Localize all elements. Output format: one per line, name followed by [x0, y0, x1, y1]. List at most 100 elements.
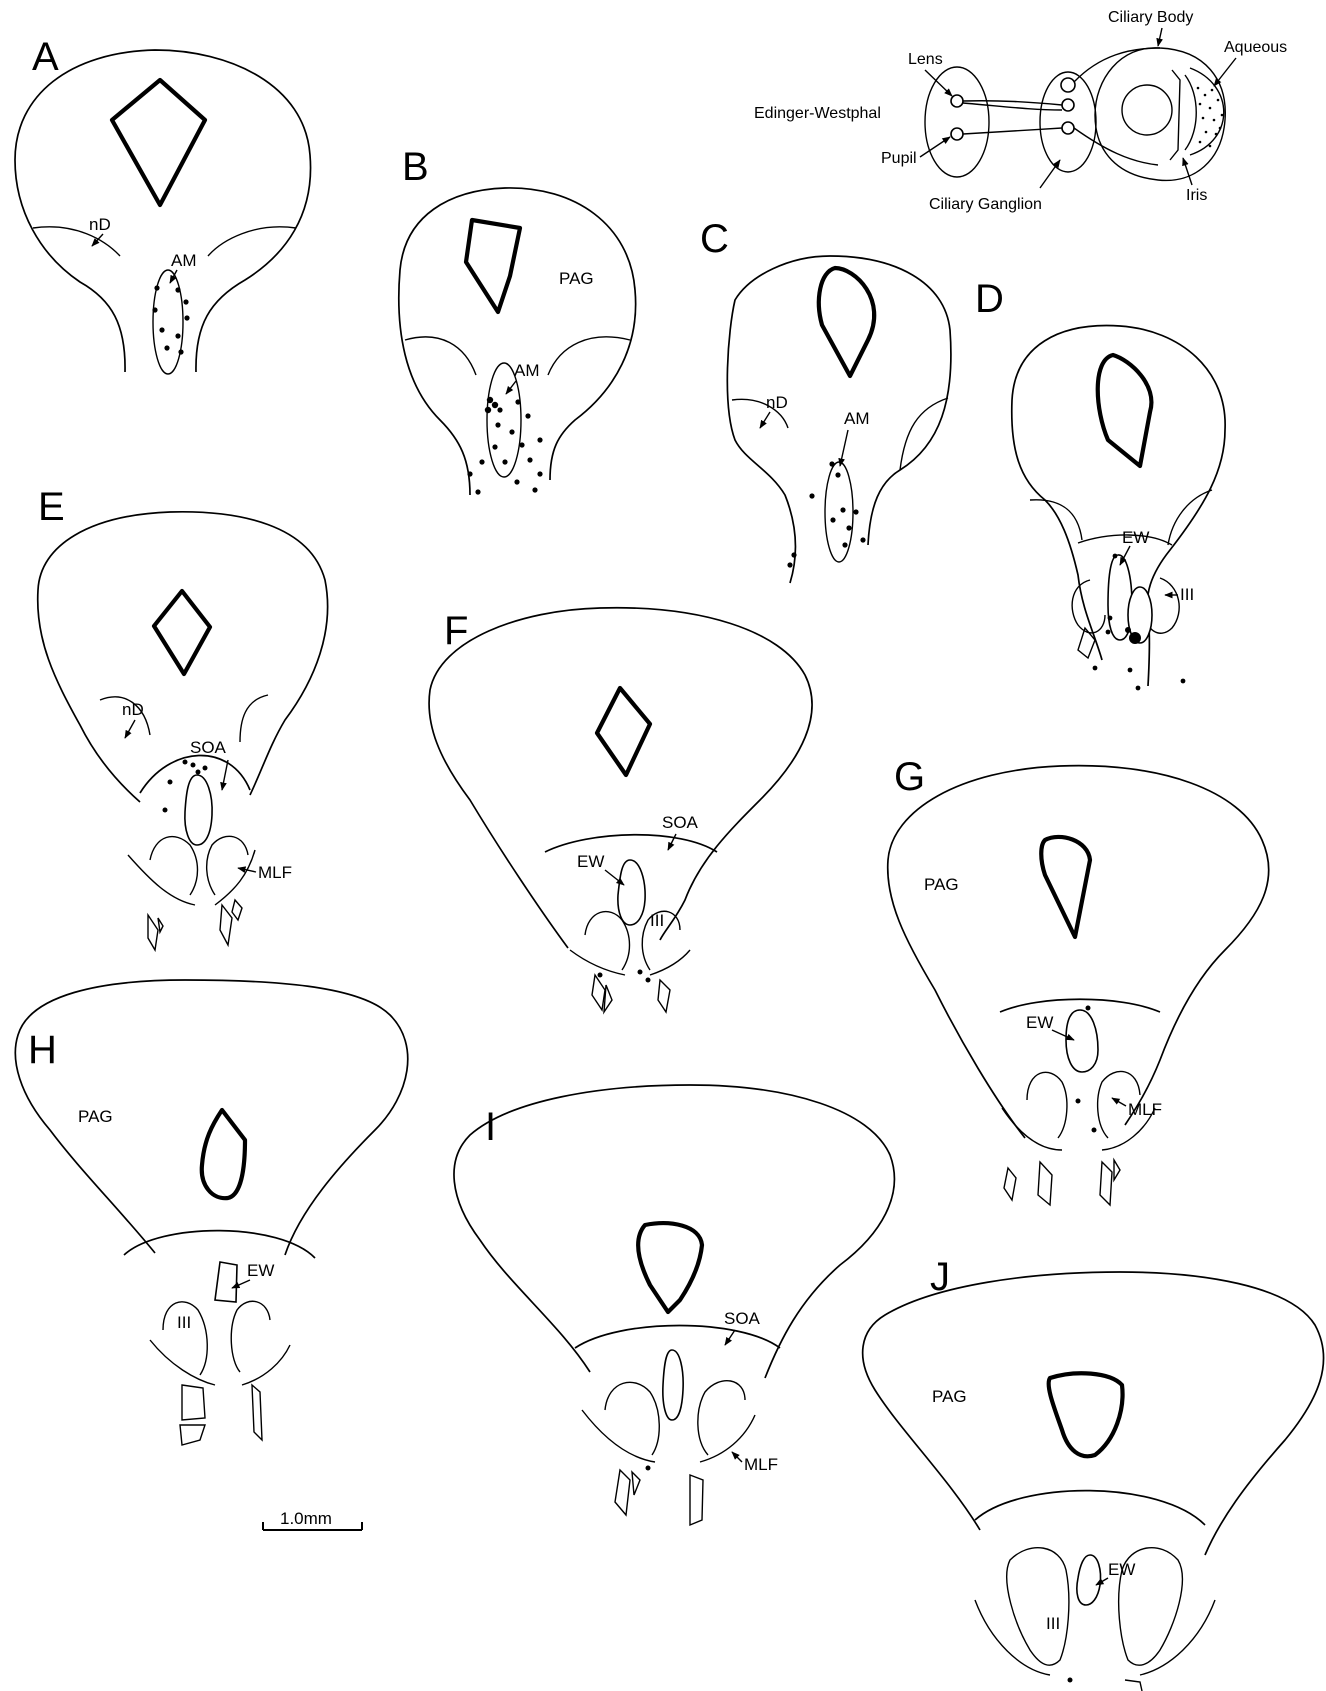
iris-pointer [1183, 158, 1192, 185]
panel-h-fascicle-right [242, 1345, 290, 1385]
label-nd: nD [766, 393, 788, 412]
label-am: AM [171, 251, 197, 270]
ciliary-body-pointer [1158, 28, 1162, 46]
panel-f-labeled-cells [598, 970, 651, 983]
panel-f: F SOA EW III [429, 608, 812, 1012]
panel-a-labeled-cells [152, 285, 189, 354]
panel-f-aqueduct [597, 688, 650, 775]
panel-h: H PAG EW III [15, 980, 407, 1445]
panel-h-ew-nucleus [215, 1262, 237, 1302]
panel-i-aqueduct [638, 1223, 702, 1312]
inset-aqueous-stipple [1197, 87, 1224, 148]
panel-i-iii-left [605, 1382, 659, 1455]
panel-letter-c: C [700, 217, 729, 261]
panel-e-iii-right [207, 836, 248, 895]
panel-h-rootlet-2 [180, 1425, 205, 1445]
nd-pointer [92, 234, 103, 246]
panel-e-rootlet-1 [148, 915, 158, 950]
panel-e-rootlet-4 [232, 900, 242, 920]
panel-letter-d: D [975, 277, 1004, 321]
panel-letter-g: G [894, 755, 925, 799]
panel-g-aqueduct [1041, 837, 1090, 937]
inset-eyeball [1095, 48, 1225, 181]
panel-e-fascicle-right [215, 850, 255, 905]
panel-d-iii-left [1072, 580, 1105, 633]
panel-j-outline [863, 1272, 1324, 1555]
inset-ew-oval [925, 67, 989, 177]
panel-f-ew-nucleus [618, 860, 645, 925]
panel-h-iii-right [231, 1301, 270, 1372]
panel-g-rootlet-2 [1038, 1162, 1052, 1205]
label-ew: EW [577, 852, 604, 871]
panel-i-fascicle-left [582, 1410, 655, 1462]
panel-j-iii-left [1007, 1548, 1069, 1666]
panel-b-labeled-cells [467, 397, 542, 495]
panel-h-rootlet-1 [182, 1385, 205, 1420]
panel-j-soa-boundary [975, 1491, 1205, 1525]
panel-b-nd-region-right [548, 337, 630, 375]
label-nd: nD [89, 215, 111, 234]
panel-e-nd-region-right [240, 695, 268, 742]
soa-pointer [725, 1330, 735, 1345]
label-ew: EW [247, 1261, 274, 1280]
panel-j-labeled-cells [1068, 1678, 1073, 1683]
panel-a-aqueduct [112, 80, 205, 205]
inset-label-edinger-westphal: Edinger-Westphal [754, 105, 881, 122]
panel-d-nd-region-left [1030, 500, 1082, 540]
label-am: AM [844, 409, 870, 428]
panel-g: G PAG EW MLF [888, 755, 1269, 1205]
panel-e: E nD SOA MLF [38, 485, 328, 950]
panel-i-rootlet-3 [690, 1475, 703, 1525]
panel-g-ew-nucleus [1066, 1010, 1098, 1072]
inset-ganglion-cell-1 [1061, 78, 1075, 92]
panel-e-rootlet-2 [158, 918, 163, 932]
panel-b: B PAG AM [399, 145, 636, 495]
lens-pointer [925, 70, 952, 96]
panel-g-rootlet-1 [1004, 1168, 1016, 1200]
label-iii: III [177, 1313, 191, 1332]
panel-f-soa-boundary [545, 835, 717, 852]
panel-d-aqueduct [1098, 355, 1152, 466]
label-soa: SOA [190, 738, 227, 757]
panel-i-iii-right [698, 1381, 745, 1455]
panel-h-rootlet-3 [252, 1385, 262, 1440]
panel-letter-e: E [38, 485, 65, 529]
inset-label-iris: Iris [1186, 187, 1207, 204]
label-pag: PAG [559, 269, 594, 288]
am-pointer [506, 381, 516, 394]
label-mlf: MLF [744, 1455, 778, 1474]
panel-j-ew-nucleus [1077, 1555, 1101, 1605]
panel-g-outline [888, 766, 1269, 1138]
panel-f-fascicle-right [650, 950, 690, 975]
label-ew: EW [1108, 1560, 1135, 1579]
inset-ganglion-cell-2 [1062, 99, 1074, 111]
label-soa: SOA [724, 1309, 761, 1328]
am-pointer [840, 430, 848, 466]
label-iii: III [1180, 585, 1194, 604]
label-mlf: MLF [258, 863, 292, 882]
panel-e-ew-nucleus [185, 775, 212, 845]
label-ew: EW [1122, 528, 1149, 547]
ciliary-ganglion-pointer [1040, 160, 1060, 188]
label-soa: SOA [662, 813, 699, 832]
panel-i: I SOA MLF [454, 1085, 894, 1525]
inset-label-pupil: Pupil [881, 150, 917, 167]
panel-f-rootlet-2 [604, 985, 612, 1012]
panel-letter-f: F [444, 609, 468, 653]
panel-e-rootlet-3 [220, 905, 232, 945]
panel-letter-a: A [32, 35, 59, 79]
inset-iris [1185, 75, 1196, 150]
inset-lens [1122, 85, 1172, 135]
panel-g-rootlet-3 [1100, 1162, 1112, 1205]
label-ew: EW [1026, 1013, 1053, 1032]
inset-label-aqueous: Aqueous [1224, 39, 1287, 56]
panel-f-rootlet-1 [592, 975, 605, 1010]
inset-pupil-cell [951, 128, 963, 140]
scale-bar: 1.0mm [263, 1509, 362, 1530]
nd-pointer [760, 412, 770, 428]
label-pag: PAG [924, 875, 959, 894]
panel-f-rootlet-3 [658, 980, 670, 1012]
panel-g-fascicle-left [1002, 1108, 1062, 1150]
panel-c-nd-region-right [900, 398, 948, 470]
